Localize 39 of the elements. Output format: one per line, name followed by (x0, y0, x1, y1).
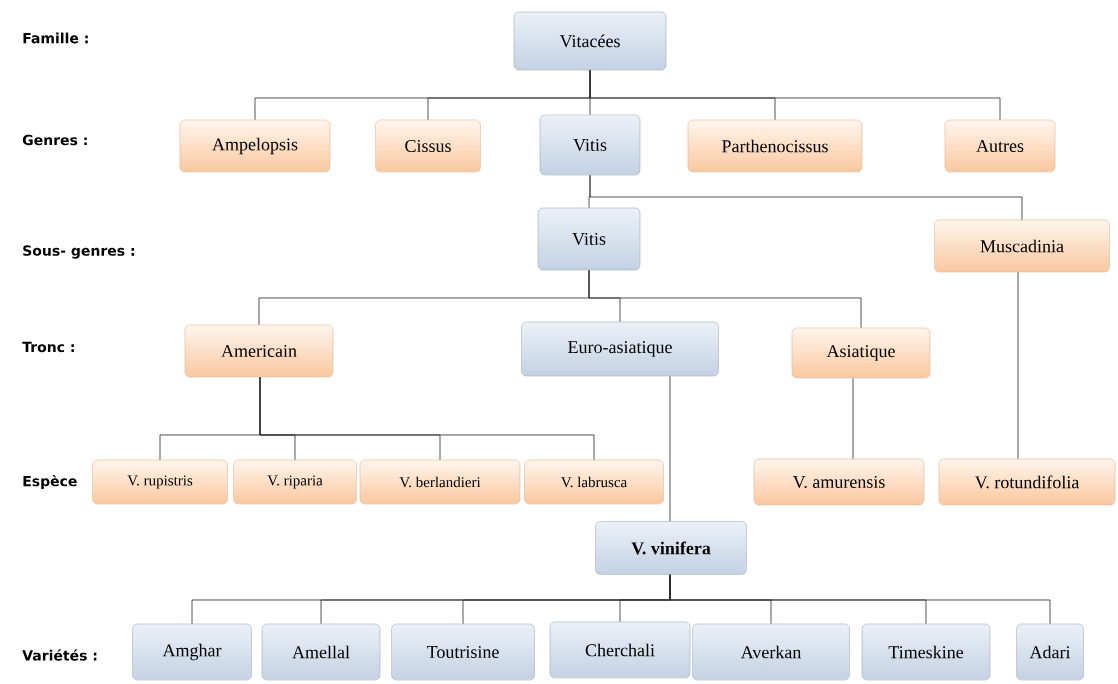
connector-line (669, 574, 1051, 625)
taxon-box: Amellal (261, 623, 381, 681)
connector-line (588, 269, 862, 329)
taxon-box: Amghar (132, 623, 252, 681)
taxon-box: Vitacées (513, 11, 667, 71)
taxon-box: V. berlandieri (359, 459, 521, 505)
taxon-box: Americain (184, 324, 334, 378)
taxon-box: V. vinifera (595, 521, 747, 575)
rank-label: Sous- genres : (23, 245, 134, 259)
taxon-box: Parthenocissus (687, 119, 863, 173)
rank-label: Espèce (23, 474, 77, 490)
taxon-box: V. labrusca (524, 459, 664, 505)
rank-label: Famille : (23, 32, 88, 44)
connector-line (589, 174, 1023, 221)
taxon-box: Toutrisine (391, 623, 535, 681)
taxon-box: Adari (1016, 623, 1084, 681)
taxon-box: V. riparia (233, 459, 357, 505)
taxon-box: V. rotundifolia (938, 458, 1116, 506)
taxon-box: Vitis (537, 207, 641, 271)
connector-line (852, 377, 854, 460)
taxon-box: Autres (944, 119, 1056, 173)
rank-label: Genres : (22, 134, 87, 146)
taxon-box: Muscadinia (934, 219, 1110, 273)
connector-line (1017, 271, 1019, 460)
taxon-box: Cherchali (549, 621, 691, 679)
taxon-box: Ampelopsis (179, 119, 331, 173)
rank-label: Tronc : (22, 341, 74, 353)
connector-line (589, 69, 1001, 121)
taxon-box: Asiatique (791, 327, 931, 379)
taxon-box: V. rupistris (92, 459, 228, 505)
taxon-box: Timeskine (861, 623, 991, 681)
taxon-box: Averkan (692, 623, 850, 681)
taxon-box: Vitis (539, 114, 641, 176)
connector-line (259, 376, 595, 461)
rank-label: Variétés : (22, 649, 97, 661)
taxon-box: Euro-asiatique (521, 321, 719, 377)
taxon-box: Cissus (375, 119, 481, 173)
taxon-box: V. amurensis (753, 458, 925, 506)
connector-line (669, 375, 671, 522)
